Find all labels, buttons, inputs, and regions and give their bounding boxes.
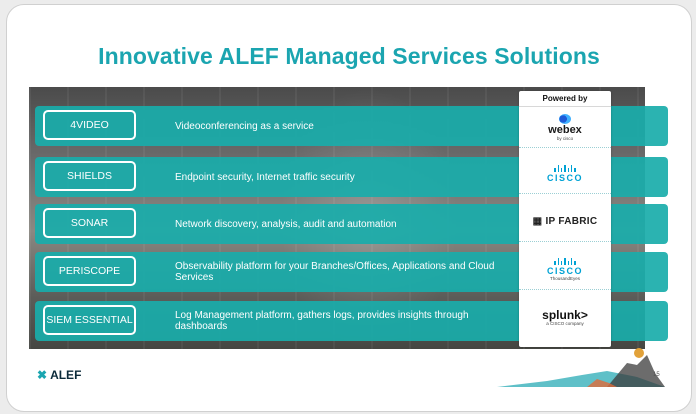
ip-fabric-icon: ▦	[532, 215, 543, 227]
service-label: PERISCOPE	[43, 256, 136, 286]
splunk-logo: splunk> a CISCO company	[519, 297, 611, 337]
service-description: Endpoint security, Internet traffic secu…	[175, 171, 355, 183]
splunk-name: splunk>	[542, 307, 588, 322]
service-description: Log Management platform, gathers logs, p…	[175, 310, 469, 332]
alef-logo: ✖ALEF	[37, 368, 82, 382]
cisco-bars-icon	[554, 257, 576, 265]
service-label: SONAR	[43, 208, 136, 238]
splunk-sub: a CISCO company	[546, 320, 584, 326]
service-description: Observability platform for your Branches…	[175, 261, 495, 283]
cisco-logo: CISCO	[519, 153, 611, 194]
thousandeyes-sub: ThousandEyes	[549, 276, 581, 281]
decorative-illustration	[497, 348, 665, 387]
webex-name: webex	[548, 123, 582, 136]
service-description: Videoconferencing as a service	[175, 120, 314, 132]
webex-logo: webex by cisco	[519, 107, 611, 148]
slide-title: Innovative ALEF Managed Services Solutio…	[98, 43, 600, 69]
alef-x-icon: ✖	[37, 368, 48, 382]
slide: Innovative ALEF Managed Services Solutio…	[6, 4, 692, 412]
ip-fabric-name: ▦ IP FABRIC	[532, 215, 598, 227]
powered-by-title: Powered by	[519, 91, 611, 107]
service-label: SIEM ESSENTIAL	[43, 305, 136, 335]
service-description: Network discovery, analysis, audit and a…	[175, 218, 397, 230]
thousandeyes-cisco-name: CISCO	[546, 266, 583, 276]
ip-fabric-logo: ▦ IP FABRIC	[519, 201, 611, 242]
page-number: 15	[653, 372, 660, 378]
service-label: SHIELDS	[43, 161, 136, 191]
webex-icon	[559, 113, 571, 124]
service-label: 4VIDEO	[43, 110, 136, 140]
cisco-bars-icon	[554, 164, 576, 172]
powered-by-panel: Powered by webex by cisco CISCO ▦ IP FAB…	[519, 91, 611, 347]
cisco-name: CISCO	[546, 172, 583, 183]
webex-sub: by cisco	[556, 135, 574, 141]
thousandeyes-logo: CISCO ThousandEyes	[519, 249, 611, 290]
